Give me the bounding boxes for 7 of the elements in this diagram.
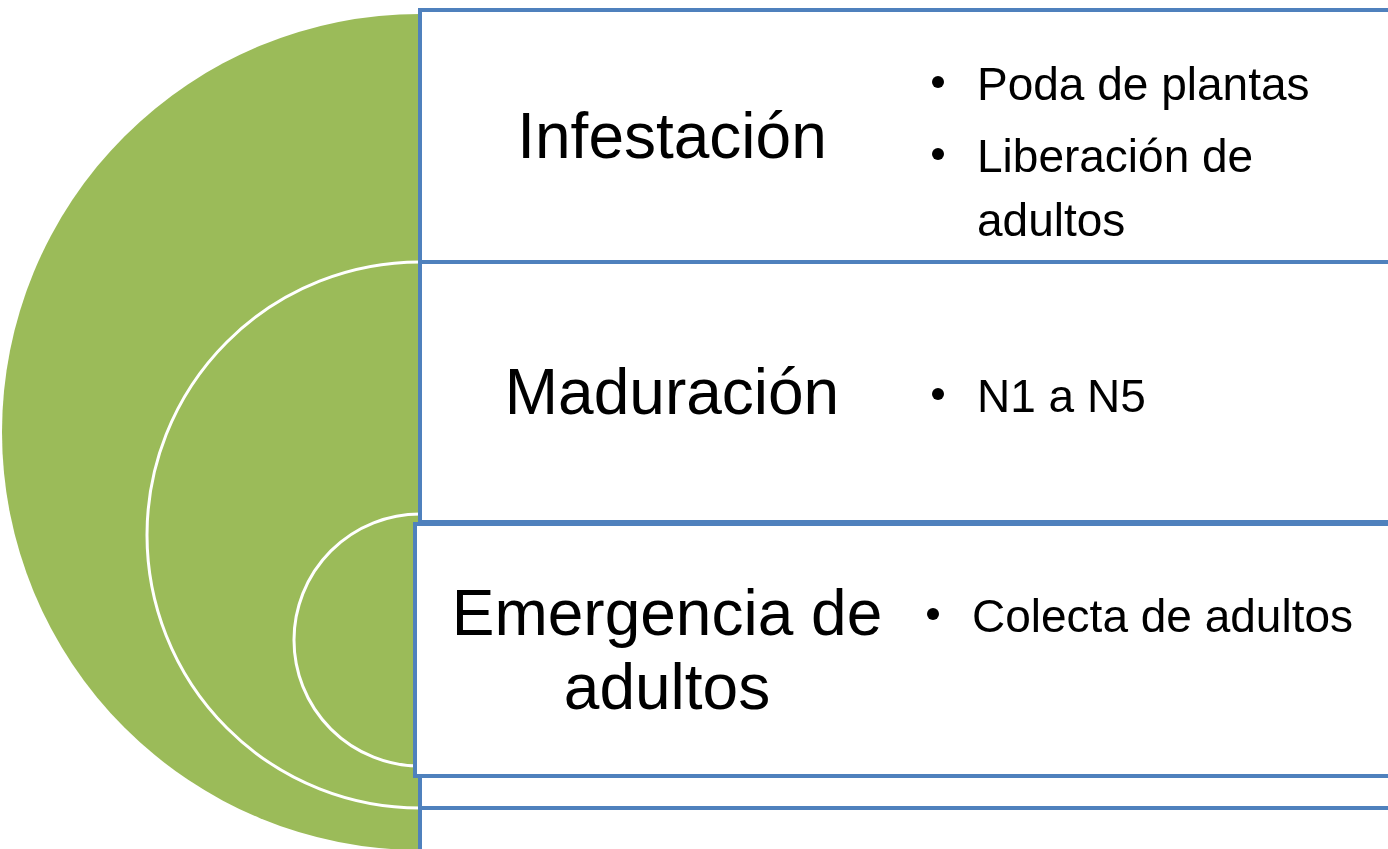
bullet-text: Colecta de adultos — [972, 589, 1354, 644]
stage-title: Infestación — [516, 99, 828, 173]
bullet-text: Poda de plantas — [977, 57, 1310, 112]
stage-title: Maduración — [503, 355, 841, 429]
stage-title: Emergencia de adultos — [450, 576, 884, 724]
bullet-text: Liberación de adultos — [977, 129, 1255, 248]
bullet-text: N1 a N5 — [977, 369, 1146, 424]
